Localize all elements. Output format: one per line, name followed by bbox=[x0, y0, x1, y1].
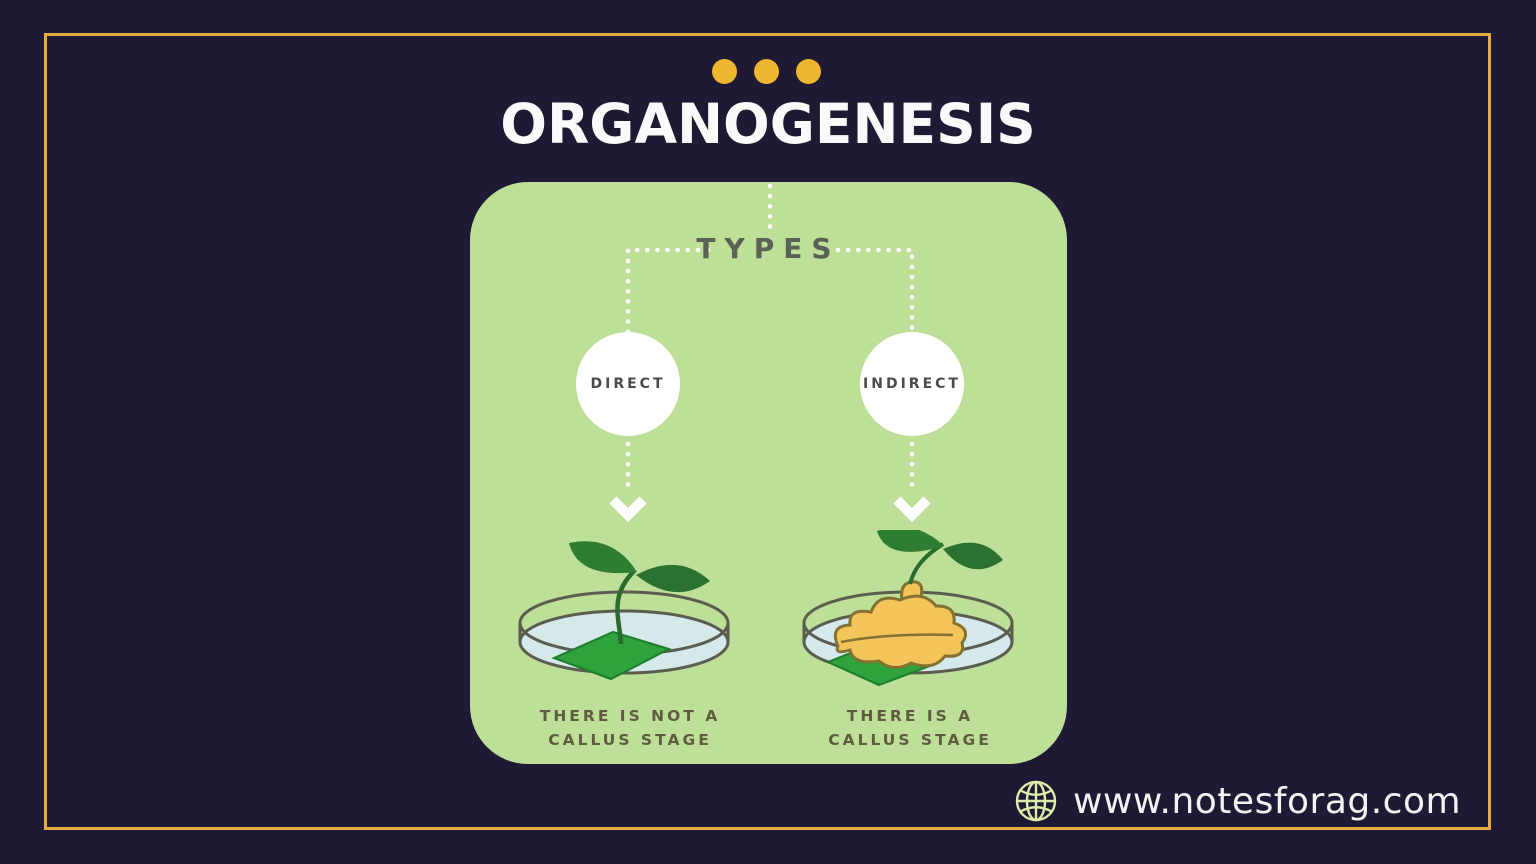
branch-node-direct: DIRECT bbox=[576, 332, 680, 436]
branch-label-direct: DIRECT bbox=[590, 376, 666, 392]
explant-icon bbox=[551, 630, 672, 681]
caption-direct: THERE IS NOT A CALLUS STAGE bbox=[490, 704, 770, 752]
leaf-icon bbox=[943, 542, 1003, 570]
petri-dish-direct-icon bbox=[518, 541, 730, 681]
leaf-icon bbox=[636, 564, 710, 593]
connector-lines bbox=[609, 183, 931, 523]
globe-icon bbox=[1015, 780, 1057, 822]
caption-line: THERE IS NOT A bbox=[539, 707, 721, 725]
ellipsis-dots-icon bbox=[712, 59, 821, 84]
types-label: TYPES bbox=[696, 232, 841, 265]
caption-line: CALLUS STAGE bbox=[828, 731, 992, 749]
page-title: ORGANOGENESIS bbox=[500, 92, 1036, 156]
caption-line: THERE IS A bbox=[846, 707, 974, 725]
footer: www.notesforag.com bbox=[1014, 779, 1461, 823]
petri-dish-indirect-icon bbox=[802, 530, 1014, 687]
leaf-icon bbox=[569, 541, 637, 574]
gold-dot-icon bbox=[712, 59, 737, 84]
gold-dot-icon bbox=[754, 59, 779, 84]
caption-line: CALLUS STAGE bbox=[548, 731, 712, 749]
caption-indirect: THERE IS A CALLUS STAGE bbox=[770, 704, 1050, 752]
leaf-icon bbox=[877, 530, 944, 552]
branch-label-indirect: INDIRECT bbox=[863, 376, 961, 392]
plant-stem-icon bbox=[615, 568, 637, 645]
website-label: www.notesforag.com bbox=[1073, 780, 1462, 822]
branch-node-indirect: INDIRECT bbox=[860, 332, 964, 436]
diagram-panel: TYPES DIRECT INDIRECT bbox=[470, 182, 1067, 764]
arrow-down-icon bbox=[893, 496, 931, 523]
callus-icon bbox=[833, 594, 968, 669]
gold-dot-icon bbox=[796, 59, 821, 84]
arrow-down-icon bbox=[609, 496, 647, 523]
